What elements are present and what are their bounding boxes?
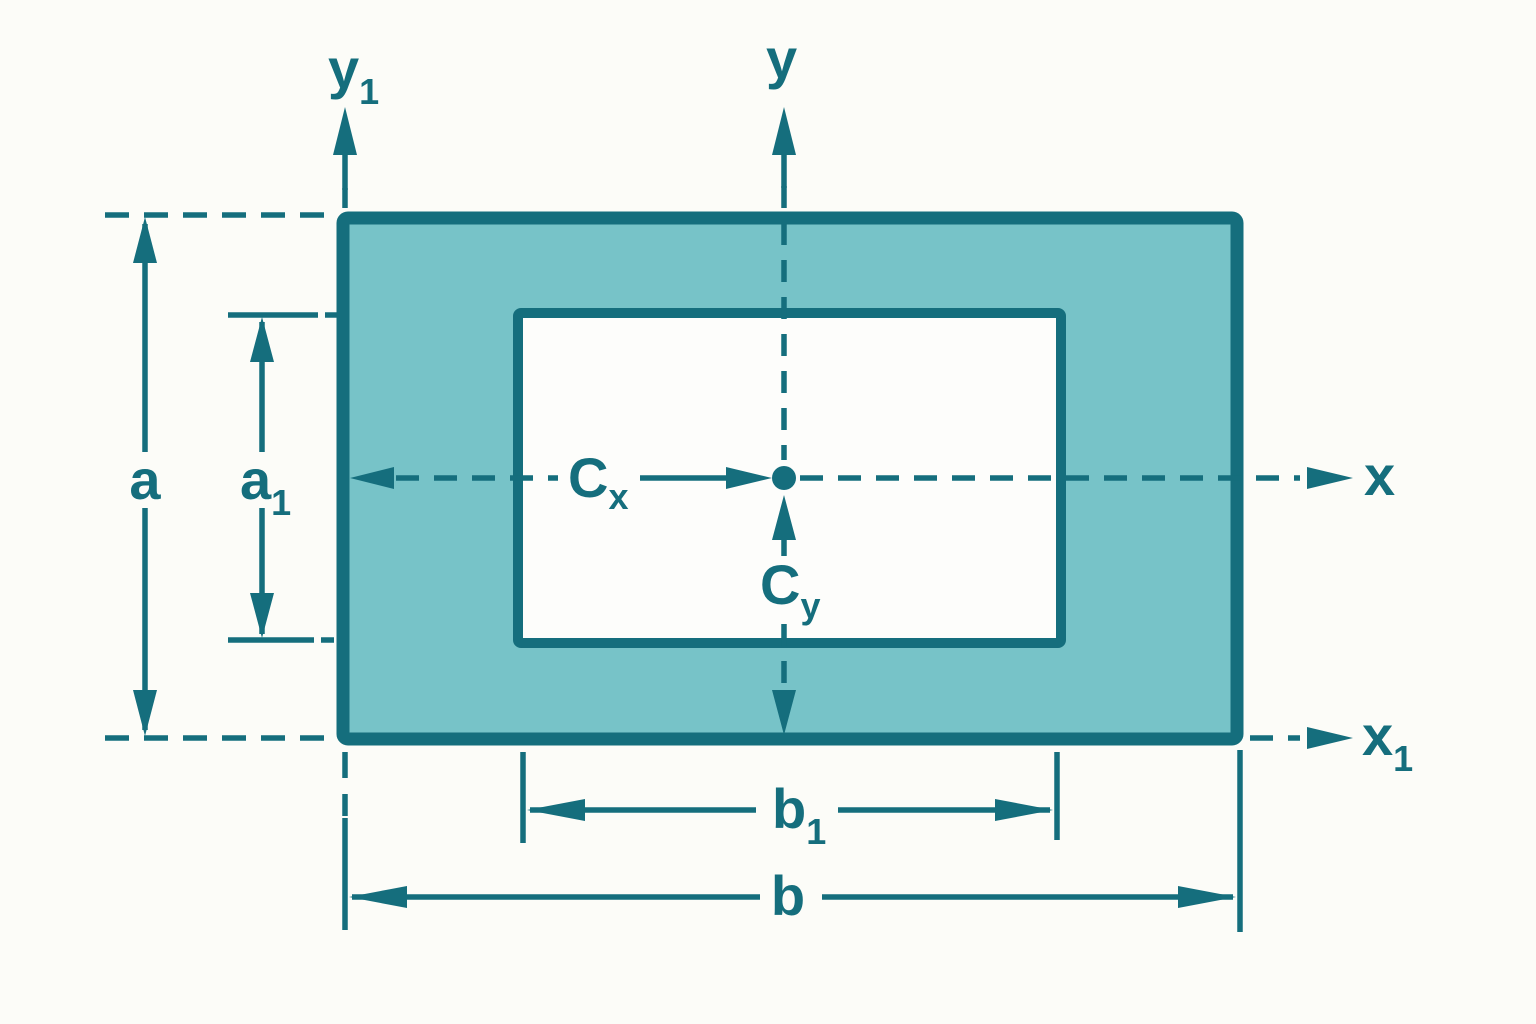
axis-y1-arrowhead xyxy=(333,107,357,155)
dim-b1-arrowhead-left xyxy=(527,799,585,821)
axis-x1: x1 xyxy=(1250,704,1413,779)
dim-b-label: b xyxy=(771,864,805,927)
dim-a1-label: a1 xyxy=(240,448,291,523)
axis-y-bottom-arrowhead xyxy=(772,690,796,735)
dim-a-arrowhead-bottom xyxy=(133,690,157,736)
axis-x-label: x xyxy=(1364,444,1395,507)
axis-x1-arrowhead xyxy=(1307,727,1353,749)
axis-y: y xyxy=(766,27,797,735)
axis-y-label: y xyxy=(766,27,797,90)
centroid-cy-label: Cy xyxy=(760,553,820,626)
centroid-dot xyxy=(772,466,796,490)
centroid-cx-arrowhead xyxy=(726,467,772,489)
axis-y-arrowhead xyxy=(772,107,796,155)
centroid-cy-arrowhead xyxy=(772,495,796,540)
axis-y1-label: y1 xyxy=(328,37,379,112)
dim-b1-label: b1 xyxy=(772,777,826,852)
dim-a-label: a xyxy=(129,448,161,511)
dim-a1-arrowhead-top xyxy=(250,317,274,362)
axis-x-arrowhead xyxy=(1307,467,1353,489)
dim-b-arrowhead-left xyxy=(349,886,407,908)
centroid-cx-label: Cx xyxy=(568,446,628,517)
axis-y1: y1 xyxy=(328,37,379,212)
dimension-b1: b1 xyxy=(527,777,1053,852)
axis-x1-label: x1 xyxy=(1362,704,1413,779)
dim-b1-arrowhead-right xyxy=(995,799,1053,821)
dim-a1-arrowhead-bottom xyxy=(250,593,274,638)
axis-x-left-arrowhead xyxy=(350,467,394,489)
dim-b-arrowhead-right xyxy=(1178,886,1236,908)
axis-x: x xyxy=(350,444,1395,507)
dimension-b: b xyxy=(349,864,1236,927)
centroid-group: Cx Cy xyxy=(568,446,820,626)
extension-lines xyxy=(105,212,1243,932)
dimension-a1: a1 xyxy=(240,317,291,638)
dim-a-arrowhead-top xyxy=(133,217,157,263)
dimension-a: a xyxy=(129,217,161,736)
